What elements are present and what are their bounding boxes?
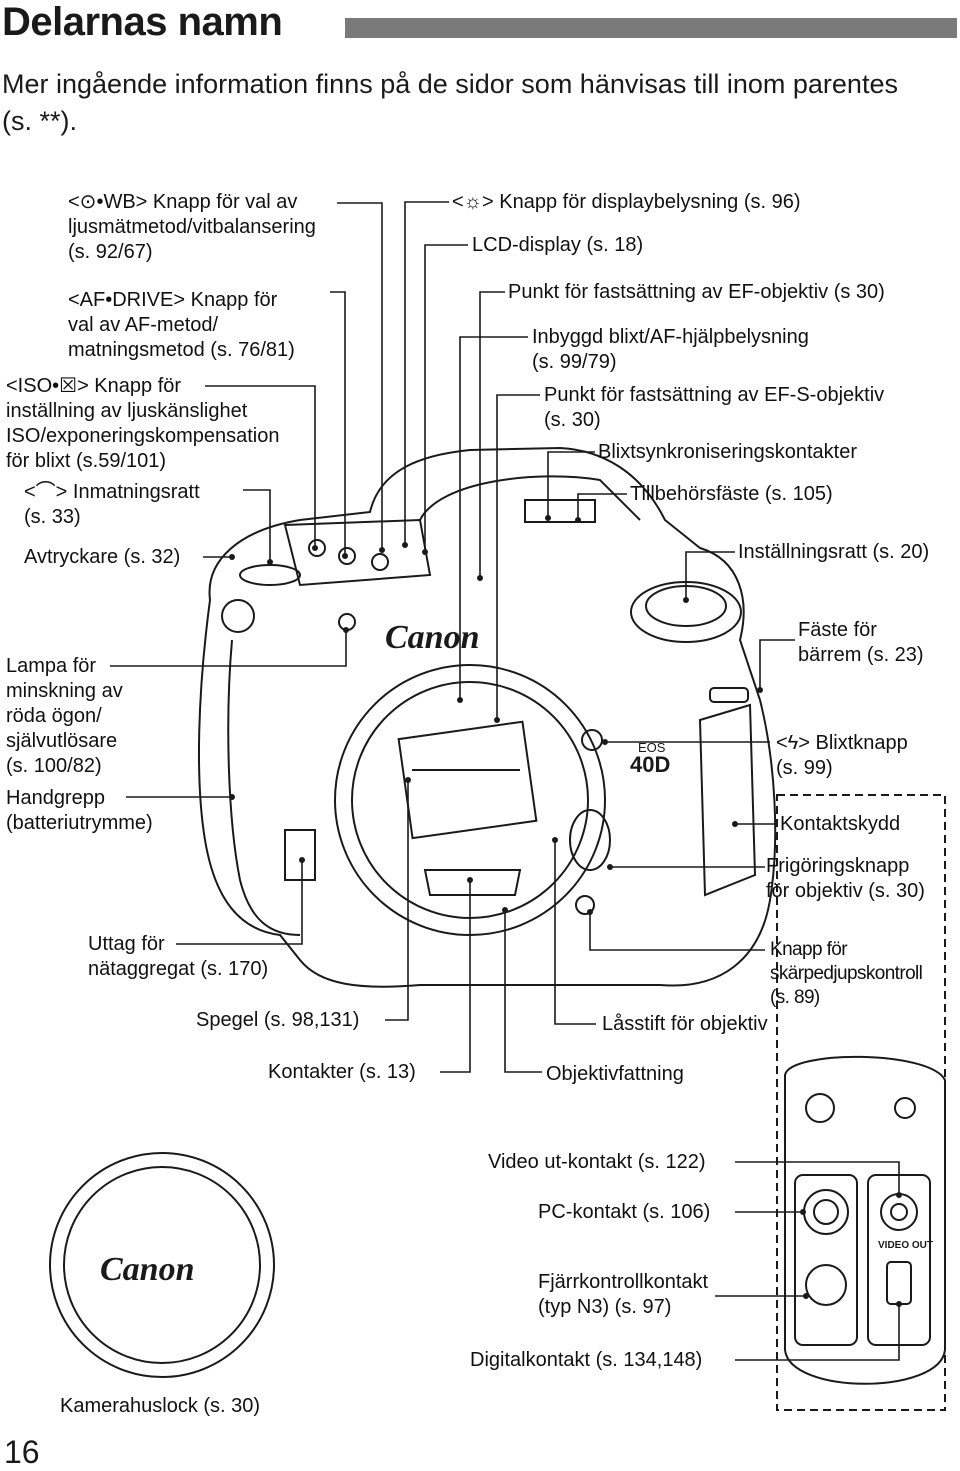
label-lcd-panel: LCD-display (s. 18) — [472, 234, 644, 256]
grip-outline — [227, 639, 301, 936]
label-red-eye-lamp: Lampa för minskning av röda ögon/ självu… — [6, 655, 123, 777]
shutter-button — [221, 599, 255, 633]
label-built-in-flash: Inbyggd blixt/AF-hjälpbelysning (s. 99/7… — [532, 326, 809, 373]
video-out-port-label: VIDEO OUT — [878, 1240, 933, 1251]
label-contacts: Kontakter (s. 13) — [268, 1061, 416, 1083]
camera-body-outline — [198, 446, 777, 988]
label-ef-index: Punkt för fastsättning av EF-objektiv (s… — [508, 281, 885, 303]
af-drive-button — [338, 547, 356, 565]
body-cap — [49, 1152, 275, 1378]
label-lens-lock-pin: Låsstift för objektiv — [602, 1013, 768, 1035]
label-metering-wb-button: <⊙•WB> Knapp för val av ljusmätmetod/vit… — [68, 191, 316, 263]
label-flash-button: <ϟ> Blixtknapp (s. 99) — [776, 732, 908, 779]
label-body-cap: Kamerahuslock (s. 30) — [60, 1395, 261, 1417]
page-number: 16 — [4, 1434, 40, 1470]
label-shutter-button: Avtryckare (s. 32) — [24, 546, 181, 568]
label-sync-contacts: Blixtsynkroniseringskontakter — [598, 441, 857, 463]
pc-terminal-port — [803, 1189, 849, 1235]
label-pc-terminal: PC-kontakt (s. 106) — [538, 1201, 711, 1223]
label-hotshoe: Tillbehörsfäste (s. 105) — [630, 483, 833, 505]
label-digital-terminal: Digitalkontakt (s. 134,148) — [470, 1349, 703, 1371]
label-grip: Handgrepp (batteriutrymme) — [6, 787, 153, 834]
label-remote-terminal: Fjärrkontrollkontakt (typ N3) (s. 97) — [538, 1271, 709, 1318]
label-lens-mount: Objektivfattning — [546, 1063, 684, 1085]
label-dc-socket: Uttag för nätaggregat (s. 170) — [88, 933, 269, 980]
dc-coupler-flap — [284, 829, 316, 881]
hotshoe — [524, 499, 596, 523]
page-title: Delarnas namn — [2, 0, 283, 44]
label-main-dial: <⌒> Inmatningsratt (s. 33) — [24, 481, 200, 528]
label-iso-button: <ISO•☒> Knapp för inställning av ljuskän… — [6, 375, 280, 472]
camera-brand-logo: Canon — [385, 619, 480, 656]
label-lcd-illumination: <☼> Knapp för displaybelysning (s. 96) — [452, 191, 801, 213]
label-strap-mount: Fäste för bärrem (s. 23) — [798, 619, 924, 666]
label-mode-dial: Inställningsratt (s. 20) — [738, 541, 930, 563]
connector-panel — [784, 1055, 946, 1385]
label-lens-release: Frigöringsknapp för objektiv (s. 30) — [766, 855, 925, 902]
label-video-out: Video ut-kontakt (s. 122) — [488, 1151, 706, 1173]
label-mirror: Spegel (s. 98,131) — [196, 1009, 360, 1031]
main-dial — [239, 564, 301, 586]
lens-release-button — [569, 809, 611, 871]
label-efs-index: Punkt för fastsättning av EF-S-objektiv … — [544, 384, 885, 431]
iso-button — [371, 553, 389, 571]
digital-terminal-port — [886, 1261, 912, 1305]
mirror — [397, 720, 538, 840]
label-terminal-cover: Kontaktskydd — [780, 813, 901, 835]
camera-model-top: EOS — [638, 740, 666, 755]
metering-wb-button — [308, 539, 326, 557]
mount-contacts-outline — [423, 869, 522, 896]
video-out-port — [880, 1193, 918, 1231]
dof-preview-button — [575, 895, 595, 915]
terminal-cover — [698, 703, 757, 897]
title-rule — [345, 18, 957, 38]
camera-model: 40D — [630, 752, 670, 777]
intro-text: Mer ingående information finns på de sid… — [2, 69, 898, 136]
flash-button — [581, 729, 603, 751]
bodycap-brand-logo: Canon — [100, 1251, 195, 1288]
label-dof-preview: Knapp för skärpedjupskontroll (s. 89) — [770, 939, 923, 1008]
label-af-drive-button: <AF•DRIVE> Knapp för val av AF-metod/ ma… — [68, 289, 295, 361]
remote-terminal-port — [805, 1264, 847, 1306]
